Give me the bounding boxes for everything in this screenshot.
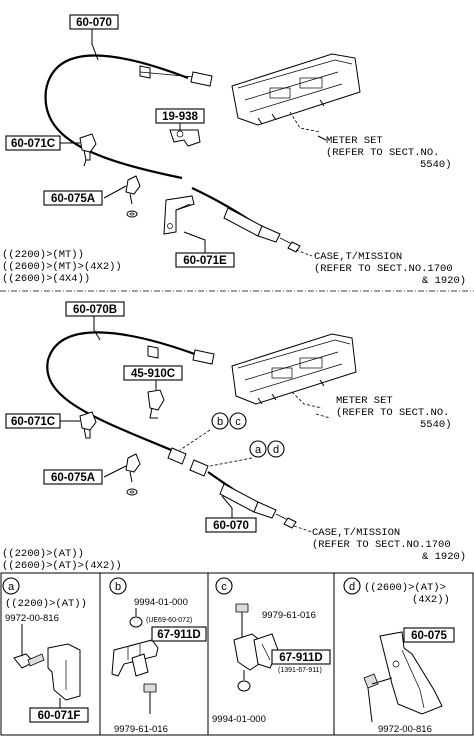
detail-b-letter: b [115,581,121,593]
upper-meter-line3: 5540) [420,159,452,171]
callout-b: b [217,416,223,428]
lower-meter-line1: METER SET [336,395,393,407]
upper-case-line3: & 1920) [422,275,466,287]
detail-d-bracket: 60-075 [411,630,447,642]
detail-b-bottom: 9979-61-016 [114,724,168,735]
upper-condition-1: ((2200)>(MT)) [2,249,84,261]
callout-d: d [273,444,279,456]
detail-d-condition1: ((2600)>(AT)> [364,582,446,594]
lower-case-line3: & 1920) [422,551,466,563]
lower-section: b c a d 60-070B 45-910C 60-071C 60-075A … [2,301,466,572]
lower-condition-1: ((2200)>(AT)) [2,548,84,560]
detail-d-bolt: 9972-00-816 [378,724,432,735]
detail-c-bolt: 9979-61-016 [262,610,316,621]
detail-c-sub: (1391-67-911) [278,667,322,674]
detail-a-condition: ((2200)>(AT)) [5,598,87,610]
detail-d: d ((2600)>(AT)> (4X2)) 60-075 9972-00-81… [343,577,455,735]
detail-c-clamp: 67-911D [279,652,322,664]
bracket-60-071e [163,195,195,235]
lower-condition-2: ((2600)>(AT)>(4X2)) [2,560,122,572]
holder-60-075a-lower [125,453,141,496]
upper-case-line2: (REFER TO SECT.NO.1700 [314,263,453,275]
lower-cable-label: 60-070B [73,304,117,316]
lower-clamp-label: 60-071C [11,416,55,428]
meter-set-lower [231,333,357,409]
detail-b-top: 9994-01-000 [134,597,188,608]
detail-a-bolt: 9972-00-816 [5,613,59,624]
upper-condition-3: ((2600)>(4X4)) [2,273,90,285]
lower-meter-line2: (REFER TO SECT.NO. [336,407,449,419]
callout-c: c [235,416,241,428]
detail-b-clamp: 67-911D [157,629,200,641]
clamp-60-071c-lower [79,411,97,439]
upper-condition-2: ((2600)>(MT)>(4X2)) [2,261,122,273]
upper-clamp-label: 60-071C [11,138,55,150]
lower-cable [46,331,201,454]
lower-meter-line3: 5540) [420,419,452,431]
detail-a: a ((2200)>(AT)) 9972-00-816 60-071F [2,577,89,723]
detail-b-sub: (UE69-60-072) [146,617,192,624]
detail-a-letter: a [8,581,15,593]
detail-c-bottom: 9994-01-000 [212,714,266,725]
detail-d-letter: d [349,581,355,593]
clamp-60-071c-upper [79,133,97,167]
upper-cable-label: 60-070 [76,17,112,29]
lower-clip-label: 45-910C [131,368,175,380]
detail-b: b 9994-01-000 (UE69-60-072) 67-911D 9979… [109,577,207,735]
upper-meter-line2: (REFER TO SECT.NO. [326,147,439,159]
detail-a-bracket: 60-071F [38,710,81,722]
upper-cable [44,54,189,180]
upper-meter-line1: METER SET [326,135,383,147]
meter-set-upper [231,53,361,133]
upper-case-line1: CASE,T/MISSION [314,251,402,263]
detail-c-letter: c [221,581,227,593]
clip-45-910c [147,384,165,419]
clip-19-938-upper [169,123,201,147]
detail-c: c 9979-61-016 67-911D (1391-67-911) 9994… [212,577,331,725]
callout-a: a [255,444,262,456]
lower-cable2-label: 60-070 [213,520,249,532]
upper-holder-label: 60-075A [51,193,95,205]
upper-section: 60-070 19-938 60-071C 60-075A 60-071E ME… [2,14,466,287]
upper-clip-label: 19-938 [162,111,198,123]
lower-case-line2: (REFER TO SECT.NO.1700 [312,539,451,551]
upper-bracket-label: 60-071E [183,255,227,267]
lower-holder-label: 60-075A [51,472,95,484]
lower-case-line1: CASE,T/MISSION [312,527,400,539]
detail-d-condition2: (4X2)) [412,594,450,606]
holder-60-075a-upper [125,175,141,218]
